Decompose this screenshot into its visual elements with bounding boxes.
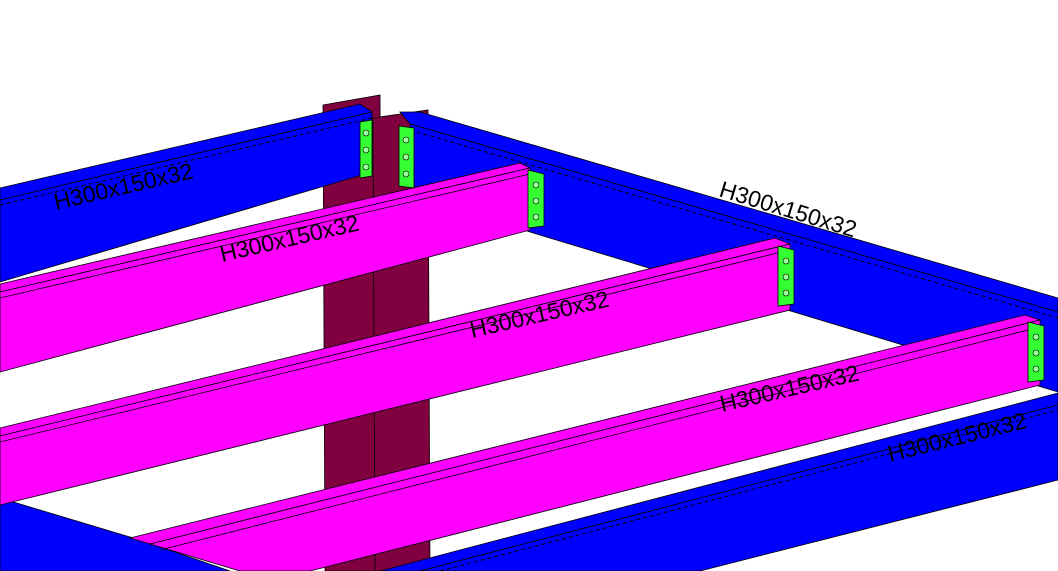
connection-plate[interactable] <box>527 169 545 229</box>
secondary-beam-2[interactable] <box>0 237 792 506</box>
main-beam-top-left[interactable] <box>0 103 373 283</box>
main-beam-bottom-left[interactable] <box>0 497 231 571</box>
connection-plate[interactable] <box>1027 321 1045 383</box>
main-beam-bottom-right[interactable] <box>379 392 1058 571</box>
connection-plate[interactable] <box>777 245 795 307</box>
secondary-beam-1[interactable] <box>0 162 532 373</box>
secondary-beam-3[interactable] <box>128 314 1042 571</box>
connection-plate[interactable] <box>359 119 373 179</box>
connection-plate[interactable] <box>398 125 415 189</box>
